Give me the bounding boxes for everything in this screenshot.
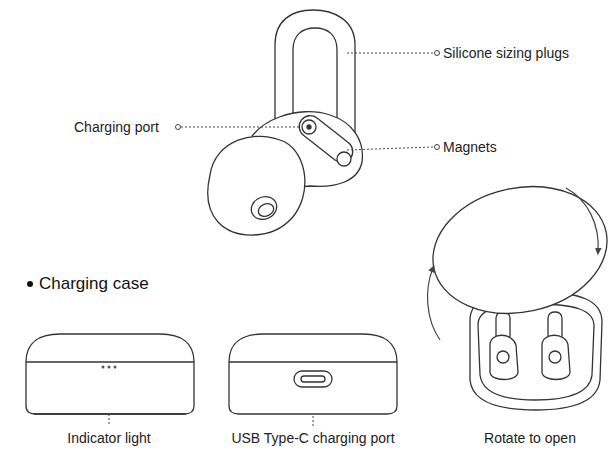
case-back [229, 334, 397, 414]
part-label: Magnets [443, 139, 497, 156]
silicone-tip [208, 136, 305, 235]
section-heading: Charging case [39, 274, 149, 294]
tip-opening [248, 193, 281, 224]
usb-port [294, 371, 332, 387]
charging-contact [302, 120, 316, 134]
earbud-right [542, 335, 570, 379]
part-label: Indicator light [67, 430, 150, 447]
part-label: USB Type-C charging port [231, 430, 394, 447]
magnet [337, 152, 351, 166]
case-front [26, 334, 194, 414]
part-label: Rotate to open [484, 430, 576, 447]
part-label: Charging port [74, 119, 159, 136]
case-lid [421, 171, 608, 329]
magnet-panel [295, 111, 357, 167]
earbud-left [490, 335, 518, 379]
part-label: Silicone sizing plugs [443, 45, 569, 62]
bullet [27, 281, 33, 287]
